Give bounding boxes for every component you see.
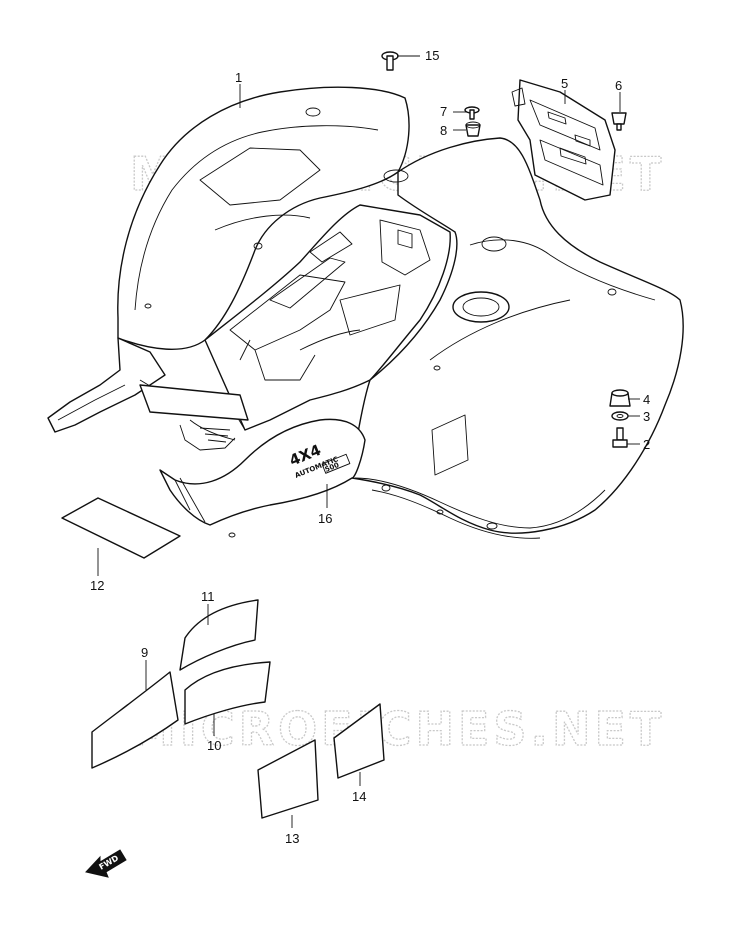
decal-10[interactable]: [184, 661, 271, 725]
label-7: 7: [440, 104, 447, 119]
decal-14[interactable]: [333, 703, 385, 779]
label-11: 11: [201, 589, 215, 604]
part-number-labels: 1 15 5 6 7 8 4 3 2 16 12 11 9 10 13 14: [90, 48, 650, 846]
decal-13[interactable]: [257, 739, 319, 819]
cushion-4[interactable]: [609, 389, 631, 407]
label-2: 2: [643, 437, 650, 452]
bolt-15[interactable]: [381, 51, 399, 71]
decal-11[interactable]: [179, 599, 259, 671]
label-1: 1: [235, 70, 242, 85]
fwd-direction-arrow: FWD: [85, 849, 127, 878]
label-13: 13: [285, 831, 299, 846]
decal-9[interactable]: [91, 671, 179, 769]
label-16: 16: [318, 511, 332, 526]
label-10: 10: [207, 738, 221, 753]
label-8: 8: [440, 123, 447, 138]
bolt-2[interactable]: [612, 427, 628, 448]
label-14: 14: [352, 789, 366, 804]
washer-3[interactable]: [611, 411, 629, 421]
label-15: 15: [425, 48, 439, 63]
clip-6[interactable]: [611, 112, 627, 131]
label-6: 6: [615, 78, 622, 93]
label-9: 9: [141, 645, 148, 660]
rear-fender[interactable]: [47, 86, 684, 539]
leader-lines: [97, 55, 640, 828]
decal-12[interactable]: [61, 497, 181, 559]
label-5: 5: [561, 76, 568, 91]
screw-7[interactable]: [464, 106, 480, 120]
grommet-8[interactable]: [465, 121, 481, 137]
label-12: 12: [90, 578, 104, 593]
label-3: 3: [643, 409, 650, 424]
bracket[interactable]: [511, 79, 616, 201]
label-4: 4: [643, 392, 650, 407]
